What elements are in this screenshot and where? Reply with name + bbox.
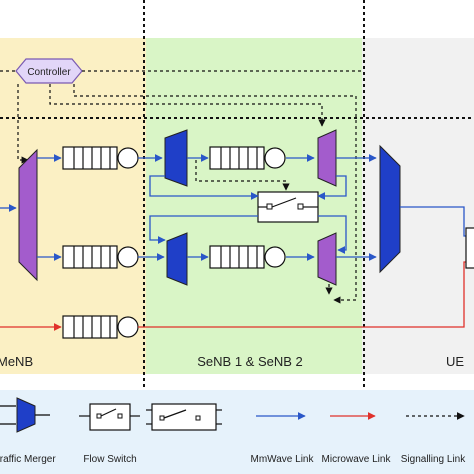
senb2-queue bbox=[209, 245, 286, 269]
controller-label: Controller bbox=[27, 67, 71, 78]
menb-queue-top bbox=[62, 146, 139, 170]
controller-node bbox=[15, 58, 83, 84]
senb2-splitter bbox=[166, 232, 188, 286]
legend-microwave-label: Microwave Link bbox=[322, 454, 392, 465]
ue-label: UE bbox=[446, 354, 464, 369]
ue-switch-partial bbox=[465, 227, 474, 269]
ue-merger bbox=[379, 144, 401, 274]
legend-traffic-merger-label: Traffic Merger bbox=[0, 454, 56, 465]
legend-panel bbox=[0, 390, 474, 474]
legend-double-switch-symbol bbox=[146, 403, 222, 431]
menb-queue-microwave bbox=[62, 315, 139, 339]
legend-flow-switch-label: Flow Switch bbox=[83, 454, 136, 465]
senb-label: SeNB 1 & SeNB 2 bbox=[197, 354, 303, 369]
legend-traffic-merger-symbol bbox=[0, 397, 50, 433]
legend-mmwave-label: MmWave Link bbox=[251, 454, 315, 465]
menb-queue-bottom bbox=[62, 245, 139, 269]
ue-region bbox=[362, 38, 474, 374]
menb-splitter bbox=[18, 148, 38, 282]
legend-flow-switch-symbol bbox=[79, 403, 140, 431]
senb1-queue bbox=[209, 146, 286, 170]
legend-signalling-label: Signalling Link bbox=[401, 454, 466, 465]
senb-region bbox=[146, 38, 362, 374]
senb1-merger bbox=[317, 129, 337, 187]
switch-mmwave-links bbox=[149, 175, 347, 254]
senb1-splitter bbox=[164, 129, 188, 187]
controller-signalling-links bbox=[0, 70, 362, 304]
senb2-merger bbox=[317, 232, 337, 286]
menb-label: MeNB bbox=[0, 354, 33, 369]
